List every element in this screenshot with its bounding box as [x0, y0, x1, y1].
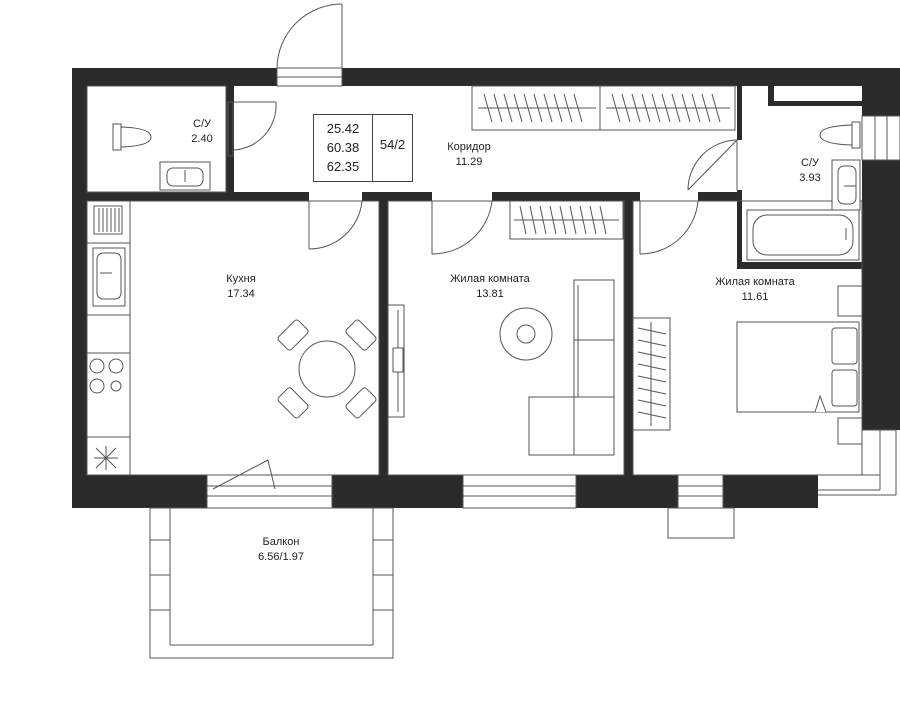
toilet-icon-right — [819, 121, 861, 149]
windows — [206, 67, 900, 539]
room-name: Жилая комната — [715, 276, 795, 288]
wardrobe-icon-middle — [509, 200, 624, 240]
area-box-divider — [372, 115, 373, 181]
bathtub-icon — [746, 209, 860, 261]
nightstand-icon — [837, 285, 863, 445]
interior-walls — [87, 86, 862, 475]
room-name: С/У — [193, 118, 211, 130]
bed-icon — [736, 321, 860, 413]
radiator-icon — [93, 205, 123, 235]
fridge-icon — [94, 446, 118, 470]
apartment-code: 54/2 — [379, 137, 406, 152]
room-name: Кухня — [226, 273, 256, 285]
room-name: Коридор — [447, 141, 491, 153]
sink-icon — [159, 161, 211, 191]
exterior-walls — [72, 68, 900, 508]
room-area: 2.40 — [191, 133, 213, 145]
room-area: 11.61 — [741, 291, 769, 303]
room-area: 11.29 — [455, 156, 483, 168]
dining-table-icon — [277, 319, 377, 419]
total-area-value: 60.38 — [326, 140, 360, 155]
toilet-icon — [112, 123, 152, 151]
room-label-corridor: Коридор 11.29 — [429, 140, 509, 170]
room-name: Балкон — [262, 536, 300, 548]
living-area-value: 25.42 — [326, 121, 360, 136]
wardrobe-icon-right — [632, 317, 671, 431]
kitchen-sink-icon — [92, 247, 126, 307]
balcony-railing-ticks — [150, 539, 393, 611]
area-summary-box: 25.42 60.38 62.35 54/2 — [313, 114, 413, 182]
room-name: Жилая комната — [450, 273, 530, 285]
room-name: С/У — [801, 157, 819, 169]
room-label-wc-right: С/У 3.93 — [780, 156, 840, 186]
sofa-icon — [528, 279, 615, 456]
room-label-kitchen: Кухня 17.34 — [201, 272, 281, 302]
room-label-wc-left: С/У 2.40 — [172, 117, 232, 147]
balcony — [149, 507, 394, 659]
kitchen-counter — [87, 201, 131, 475]
room-label-living-right: Жилая комната 11.61 — [695, 275, 815, 305]
wardrobe-icon — [471, 85, 736, 131]
tv-stand-icon — [387, 304, 405, 418]
room-area: 6.56/1.97 — [258, 551, 304, 563]
total-area-with-balcony-value: 62.35 — [326, 159, 360, 174]
room-area: 13.81 — [476, 288, 504, 300]
round-rug-icon — [499, 307, 553, 361]
stove-icon — [89, 358, 124, 394]
doors — [212, 3, 738, 490]
room-label-living-middle: Жилая комната 13.81 — [430, 272, 550, 302]
room-area: 17.34 — [227, 288, 255, 300]
room-area: 3.93 — [799, 172, 821, 184]
room-label-balcony: Балкон 6.56/1.97 — [236, 535, 326, 565]
